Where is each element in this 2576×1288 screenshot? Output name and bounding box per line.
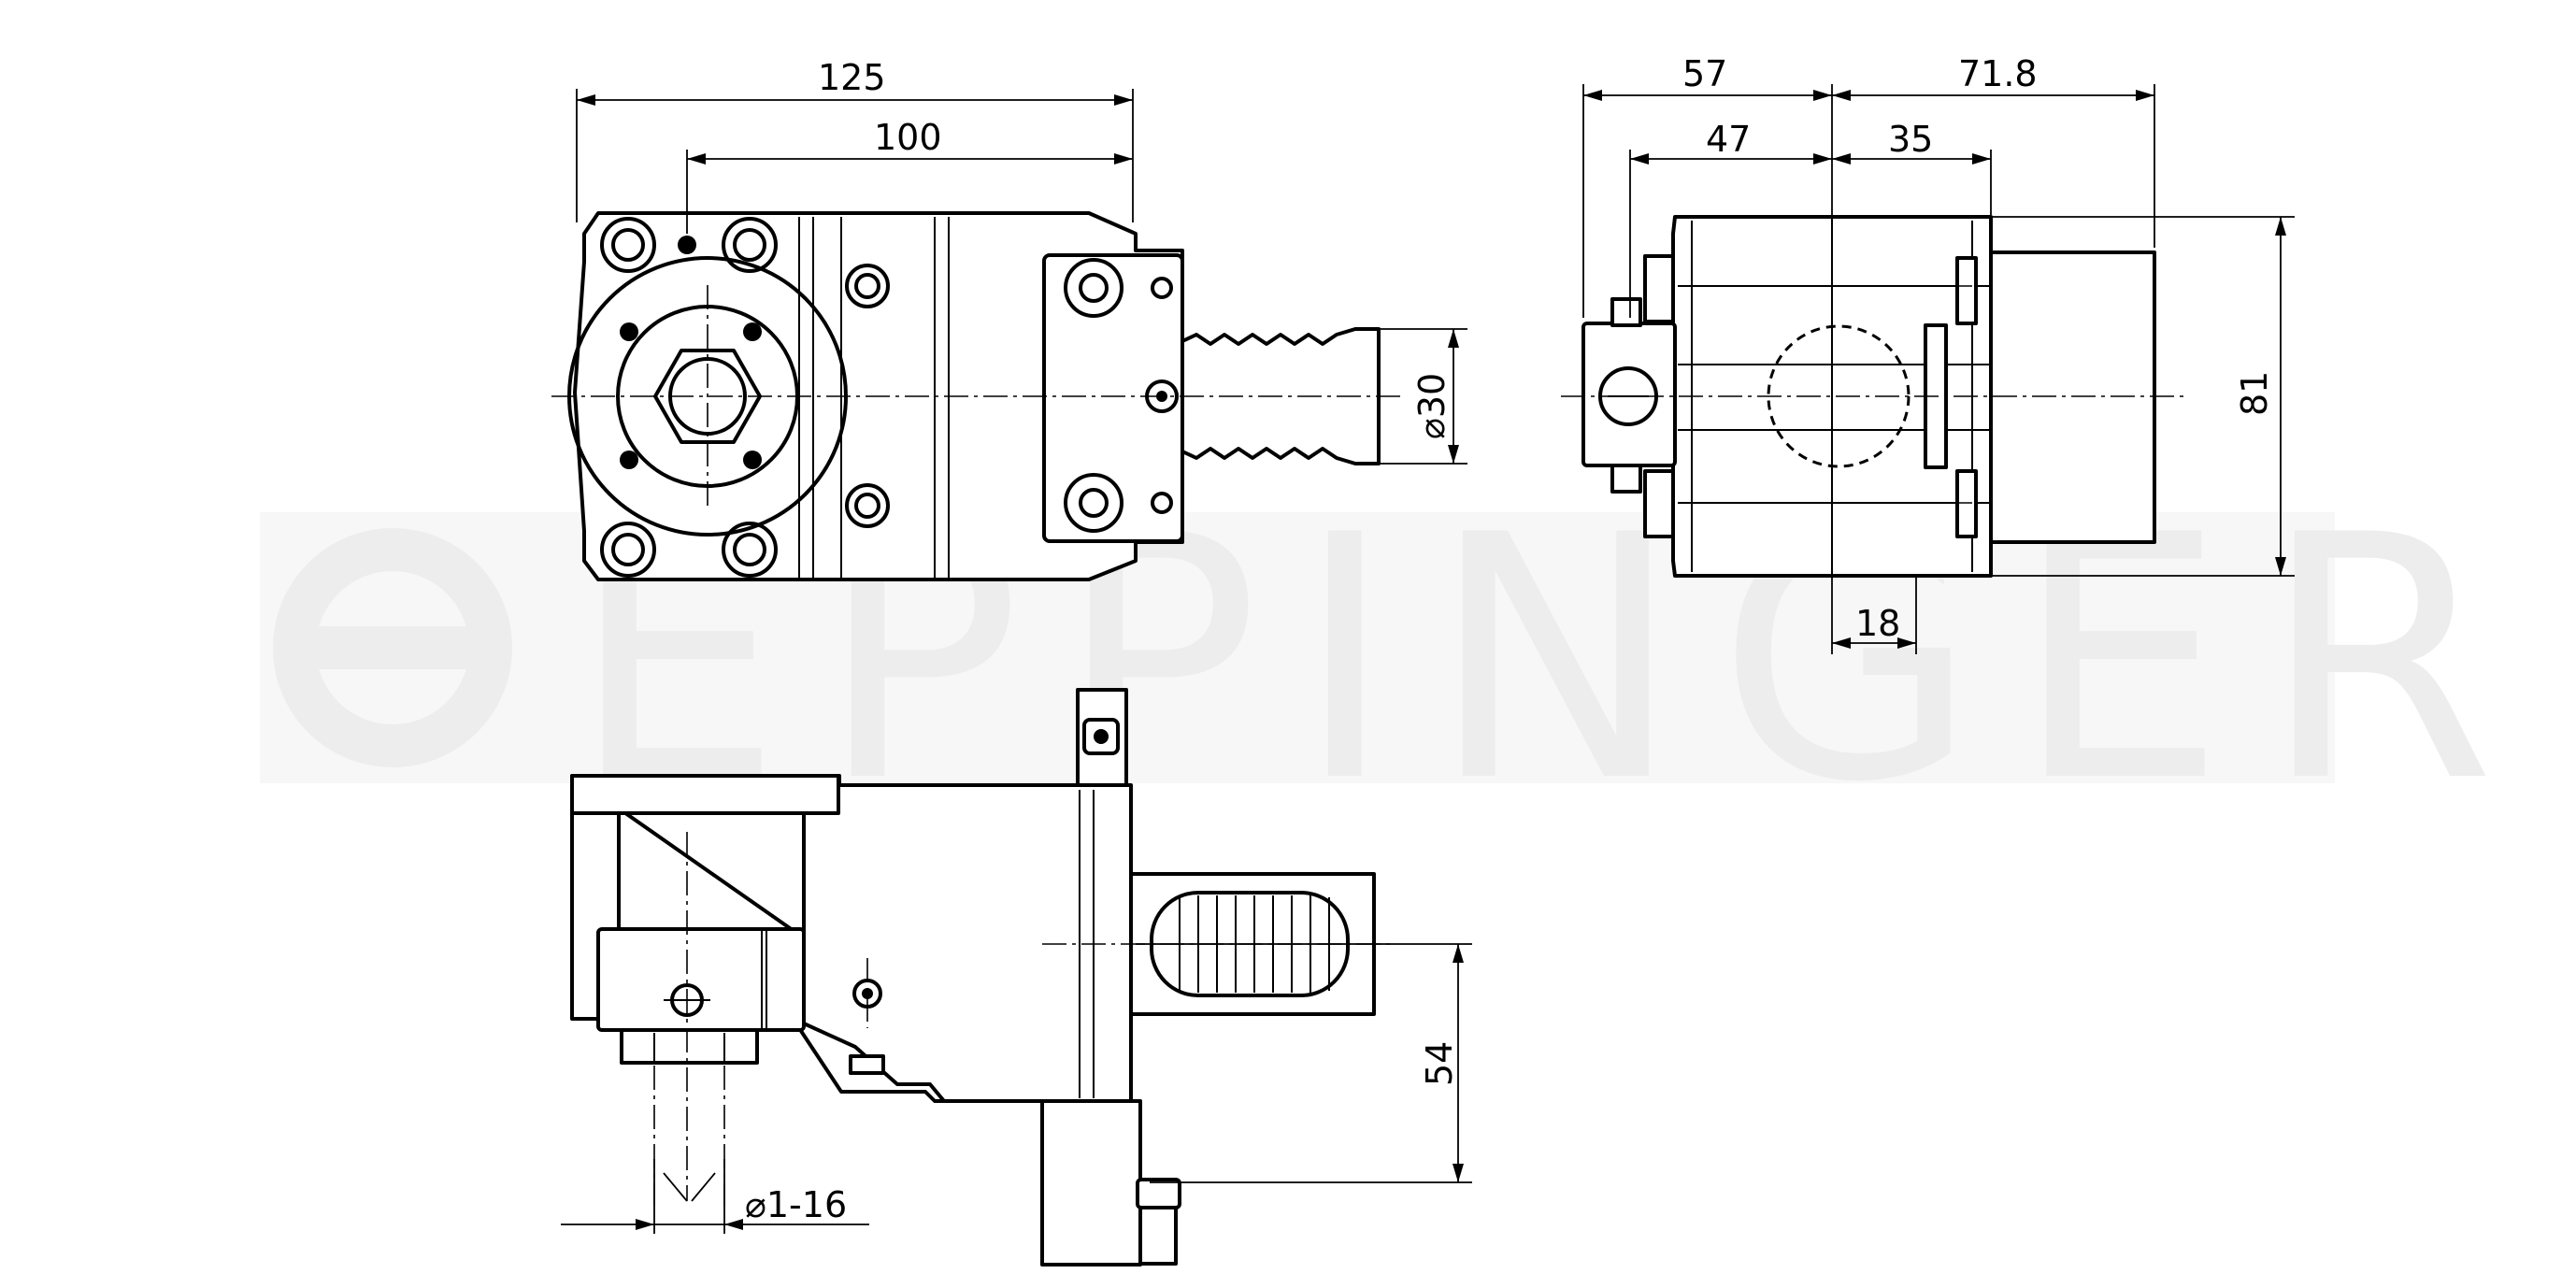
front-hex-nut xyxy=(653,349,762,444)
dim-side-right-width: 71.8 xyxy=(1958,53,2038,94)
dim-shank-diameter: ⌀30 xyxy=(1411,373,1453,439)
side-left-clamp xyxy=(1581,322,1677,467)
front-view xyxy=(551,211,1402,581)
dim-side-height: 81 xyxy=(2234,371,2275,416)
dim-bottom-height: 54 xyxy=(1419,1041,1460,1086)
dim-side-inner-right: 35 xyxy=(1888,119,1933,160)
dim-front-overall-width: 125 xyxy=(818,57,886,98)
side-view xyxy=(1561,215,2187,578)
dim-bottom-collet-range: ⌀1-16 xyxy=(745,1184,847,1225)
dim-side-inner-left: 47 xyxy=(1706,119,1751,160)
bottom-view xyxy=(570,688,1393,1267)
bottom-collet-nut xyxy=(620,1028,759,1065)
side-left-block-top xyxy=(1643,254,1675,323)
side-left-tab-top xyxy=(1610,297,1642,327)
bottom-lower-screw xyxy=(1136,1178,1181,1209)
dim-side-offset: 18 xyxy=(1855,603,1900,644)
dim-front-inner-width: 100 xyxy=(874,117,942,158)
eppinger-logo-icon xyxy=(273,528,512,767)
front-dimensions xyxy=(576,89,1467,465)
bottom-top-plate xyxy=(570,774,840,815)
side-left-tab-bottom xyxy=(1610,464,1642,494)
bottom-collet-housing xyxy=(596,927,806,1032)
side-dimensions xyxy=(1582,84,2295,654)
side-left-block-bottom xyxy=(1643,469,1675,538)
bottom-lower-column xyxy=(1040,1099,1142,1267)
bottom-pin xyxy=(849,1054,885,1075)
bottom-dimensions xyxy=(561,943,1472,1234)
bottom-lower-plate xyxy=(1138,1206,1178,1266)
side-right-tab-bottom xyxy=(1955,469,1978,538)
side-right-tab-top xyxy=(1955,256,1978,325)
front-bolt-holes xyxy=(600,217,890,578)
dim-side-left-width: 57 xyxy=(1682,53,1727,94)
side-shank xyxy=(1989,250,2156,544)
